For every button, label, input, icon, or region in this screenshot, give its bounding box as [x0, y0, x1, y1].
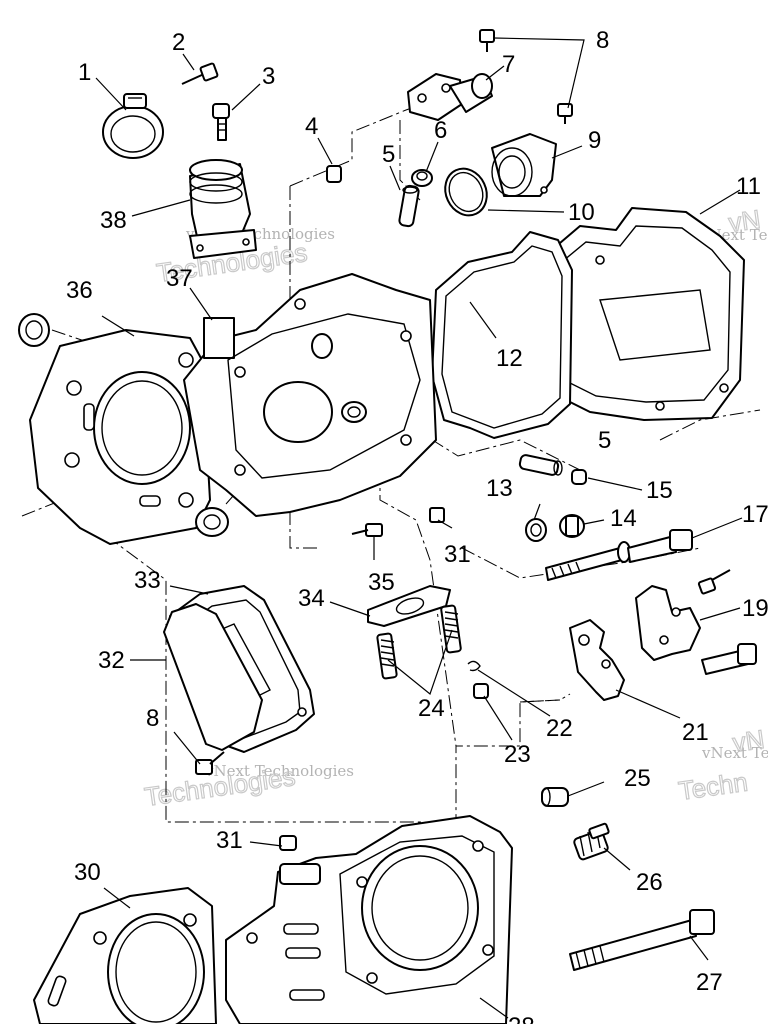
callout-14: 14	[610, 505, 637, 532]
callout-13: 13	[486, 475, 513, 502]
small-seal	[195, 507, 229, 537]
spacer	[429, 507, 445, 523]
hose-clamp	[102, 93, 164, 159]
callout-25: 25	[624, 765, 651, 792]
callout-10: 10	[568, 199, 595, 226]
callout-11: 11	[736, 173, 761, 200]
callout-31-upper: 31	[444, 541, 471, 568]
base-gasket	[33, 887, 217, 1024]
callout-4: 4	[305, 113, 318, 140]
callout-21: 21	[682, 719, 709, 746]
watermark-text: vNext Te	[701, 744, 768, 762]
chain-guide-bracket	[635, 569, 731, 661]
cylinder-head	[183, 273, 437, 517]
callout-15: 15	[646, 477, 673, 504]
oil-seal	[411, 169, 433, 187]
callout-labels: 1 2 3 4 5 6 7 8 9 10 11 12 5 13 14 15 17…	[66, 27, 768, 1024]
callout-28: 28	[508, 1013, 535, 1024]
washer	[525, 518, 547, 542]
callout-9: 9	[588, 127, 601, 154]
bolt	[479, 29, 573, 124]
water-outlet-elbow	[407, 73, 493, 121]
plug	[559, 514, 585, 538]
callout-1: 1	[78, 59, 91, 86]
callout-33: 33	[134, 567, 161, 594]
side-cover-gasket	[163, 603, 263, 751]
callout-35: 35	[368, 569, 395, 596]
callout-8-upper: 8	[596, 27, 609, 54]
callout-26: 26	[636, 869, 663, 896]
head-gasket	[29, 329, 211, 545]
callout-3: 3	[262, 63, 275, 90]
bolt	[701, 643, 757, 675]
callout-8-lower: 8	[146, 705, 159, 732]
callout-24: 24	[418, 695, 445, 722]
cylinder	[225, 815, 513, 1024]
callout-31-lower: 31	[216, 827, 243, 854]
callout-36: 36	[66, 277, 93, 304]
callout-32: 32	[98, 647, 125, 674]
callout-27: 27	[696, 969, 723, 996]
valve-guide	[398, 184, 420, 228]
callout-34: 34	[298, 585, 325, 612]
callout-30: 30	[74, 859, 101, 886]
bolt	[181, 62, 219, 85]
callout-17: 17	[742, 501, 768, 528]
callout-5-lower: 5	[598, 427, 611, 454]
bolt	[351, 523, 383, 537]
pin	[473, 683, 489, 699]
oil-seal	[571, 469, 587, 485]
dowel-pin	[541, 787, 569, 807]
leader-lines	[95, 37, 743, 1019]
valve-guide	[518, 454, 563, 476]
callout-12: 12	[496, 345, 523, 372]
callout-19: 19	[742, 595, 768, 622]
valve-cover-gasket	[431, 231, 573, 439]
tensioner-bracket	[569, 619, 625, 701]
fitting	[573, 822, 610, 861]
callout-38: 38	[100, 207, 127, 234]
head-bolt	[545, 529, 693, 581]
watermark-text: Techn	[677, 767, 750, 806]
callout-2: 2	[172, 29, 185, 56]
dowel-pin	[326, 165, 342, 183]
callout-5-upper: 5	[382, 141, 395, 168]
callout-23: 23	[504, 741, 531, 768]
cylinder-stud	[569, 909, 715, 971]
small-seal	[18, 313, 50, 347]
clip	[467, 660, 481, 672]
intake-boot	[189, 159, 257, 259]
stud	[376, 604, 462, 680]
callout-7: 7	[502, 51, 515, 78]
watermark-text: vN	[731, 724, 767, 758]
socket-bolt	[212, 103, 230, 141]
o-ring	[444, 167, 488, 217]
spacer	[279, 835, 297, 851]
watermark-text: vNext Technologies	[204, 762, 354, 780]
watermark-text: vN	[727, 204, 763, 238]
callout-37: 37	[166, 265, 193, 292]
thermostat-housing	[491, 133, 557, 197]
callout-6: 6	[434, 117, 447, 144]
callout-22: 22	[546, 715, 573, 742]
